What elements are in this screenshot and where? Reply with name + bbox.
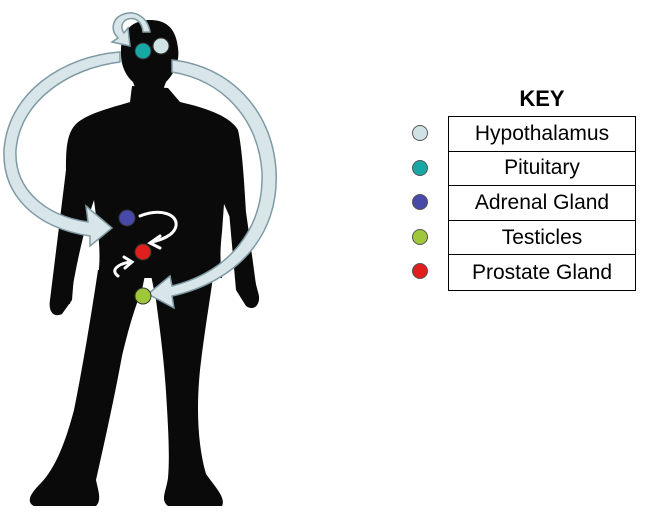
key-row-testicles: Testicles — [449, 221, 635, 256]
silhouette-left-leg — [30, 270, 146, 506]
key-table: Hypothalamus Pituitary Adrenal Gland Tes… — [448, 116, 636, 291]
key-title: KEY — [448, 86, 636, 112]
key-label-pituitary: Pituitary — [504, 156, 580, 180]
pituitary-swatch — [412, 160, 428, 176]
adrenal-gland-marker — [119, 210, 135, 226]
hypothalamus-marker — [153, 38, 169, 54]
key-label-adrenal-gland: Adrenal Gland — [475, 191, 609, 215]
key-row-pituitary: Pituitary — [449, 152, 635, 187]
testicles-marker — [135, 288, 151, 304]
key-label-hypothalamus: Hypothalamus — [475, 122, 609, 146]
silhouette-right-leg — [150, 270, 223, 506]
testicles-swatch — [412, 229, 428, 245]
key-row-hypothalamus: Hypothalamus — [449, 117, 635, 152]
key-label-testicles: Testicles — [502, 226, 583, 250]
key-label-prostate-gland: Prostate Gland — [472, 261, 612, 285]
silhouette-left-arm — [50, 170, 80, 315]
prostate-gland-marker — [135, 244, 151, 260]
pituitary-marker — [135, 43, 151, 59]
hypothalamus-swatch — [412, 125, 428, 141]
key-row-adrenal-gland: Adrenal Gland — [449, 186, 635, 221]
key-row-prostate-gland: Prostate Gland — [449, 255, 635, 290]
